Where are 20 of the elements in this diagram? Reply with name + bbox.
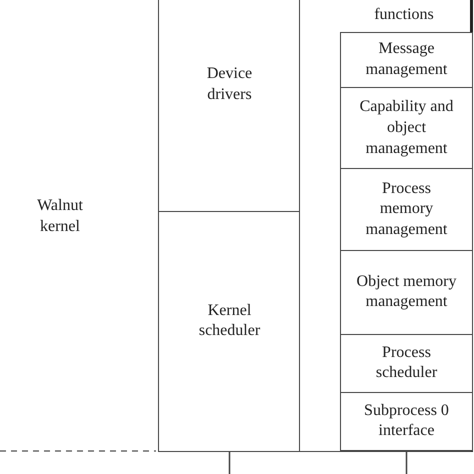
box-label: Device drivers — [206, 64, 254, 105]
component-box — [340, 87, 473, 169]
box-label: Kernel scheduler — [198, 300, 262, 342]
component-box — [340, 250, 473, 335]
functions-panel — [299, 0, 473, 452]
box-label: Subprocess 0 interface — [363, 400, 450, 442]
layer-label: Walnut kernel — [36, 196, 84, 237]
box-label: Object memory management — [356, 272, 458, 312]
component-box — [340, 168, 473, 251]
component-box — [340, 334, 473, 393]
kernel-scheduler-box — [158, 211, 301, 452]
box-label: Process memory management — [364, 178, 448, 240]
connector-line — [406, 451, 408, 474]
box-label: Process scheduler — [374, 342, 438, 384]
box-label: functions — [373, 5, 435, 25]
box-label: Capability and object management — [358, 96, 454, 158]
box-label: Message management — [364, 39, 448, 80]
connector-line — [228, 452, 230, 474]
component-box — [340, 392, 473, 451]
component-box — [340, 32, 473, 88]
